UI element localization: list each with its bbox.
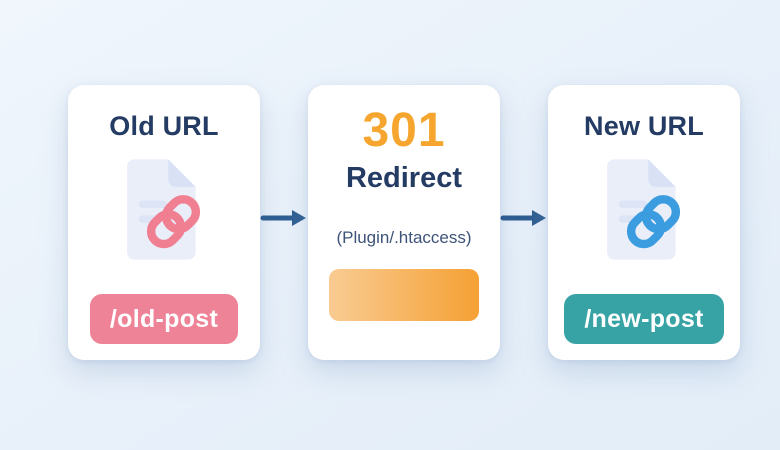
redirect-method-note: (Plugin/.htaccess) xyxy=(336,228,472,247)
redirect-card: 301 Redirect (Plugin/.htaccess) xyxy=(308,85,500,360)
arrow-redirect-to-new xyxy=(500,209,548,228)
right-arrow-icon xyxy=(260,209,306,226)
diagram-row: Old URL /old-post xyxy=(68,85,740,360)
new-document-link-icon xyxy=(586,150,702,268)
new-url-badge: /new-post xyxy=(564,294,724,344)
old-document-link-icon xyxy=(106,150,222,268)
old-url-title: Old URL xyxy=(109,111,219,141)
new-url-card: New URL /new-post xyxy=(548,85,740,360)
orange-gradient-bar xyxy=(329,269,479,321)
right-arrow-icon xyxy=(500,209,546,226)
arrow-old-to-redirect xyxy=(260,209,308,228)
redirect-label: Redirect xyxy=(345,162,463,194)
new-url-title: New URL xyxy=(584,111,704,141)
old-url-badge: /old-post xyxy=(89,294,239,344)
redirect-code: 301 xyxy=(362,104,446,157)
old-url-card: Old URL /old-post xyxy=(68,85,260,360)
